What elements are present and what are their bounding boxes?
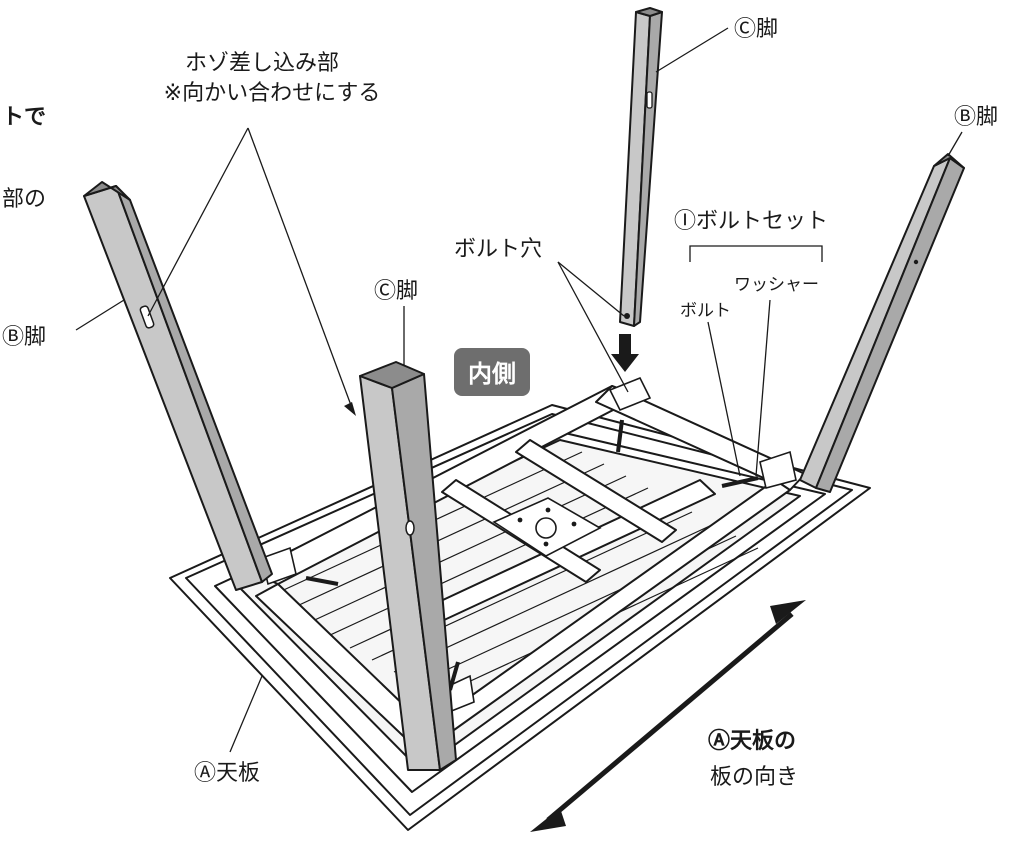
- leader-lines: [75, 27, 963, 753]
- insert-arrow: [611, 334, 639, 372]
- leg-c-top: [619, 7, 663, 327]
- leg-c-front: [359, 361, 457, 771]
- washer-label: ワッシャー: [734, 275, 819, 295]
- direction-label-line2: 板の向き: [710, 765, 798, 790]
- leg-b-right-label: Ⓑ脚: [954, 105, 998, 130]
- tenon-label-line2: ※向かい合わせにする: [164, 81, 381, 106]
- center-mounting-plate: [492, 497, 602, 557]
- leg-b-left-label: Ⓑ脚: [2, 325, 46, 350]
- tabletop-label: Ⓐ天板: [194, 761, 260, 786]
- board-direction-arrow: [530, 600, 806, 832]
- leg-c-mid-label: Ⓒ脚: [374, 279, 418, 304]
- direction-label-line1: Ⓐ天板の: [708, 728, 796, 754]
- leg-c-top-label: Ⓒ脚: [734, 17, 778, 42]
- leg-b-right: [799, 153, 965, 493]
- inside-badge: 内側: [454, 348, 530, 396]
- tenon-label-line1: ホゾ差し込み部: [185, 51, 339, 76]
- inner-frame: [249, 385, 806, 753]
- edge-text-2: 部の: [2, 187, 46, 212]
- inside-badge-text: 内側: [468, 360, 516, 388]
- leg-b-left: [83, 181, 273, 591]
- edge-text-1: トで: [2, 105, 46, 130]
- bolt-hole-label: ボルト穴: [454, 237, 542, 262]
- bolt-set-label: Ⓘボルトセット: [674, 209, 828, 234]
- corner-brackets: [261, 376, 797, 716]
- bolt-label: ボルト: [680, 301, 731, 321]
- bolts: [305, 419, 759, 691]
